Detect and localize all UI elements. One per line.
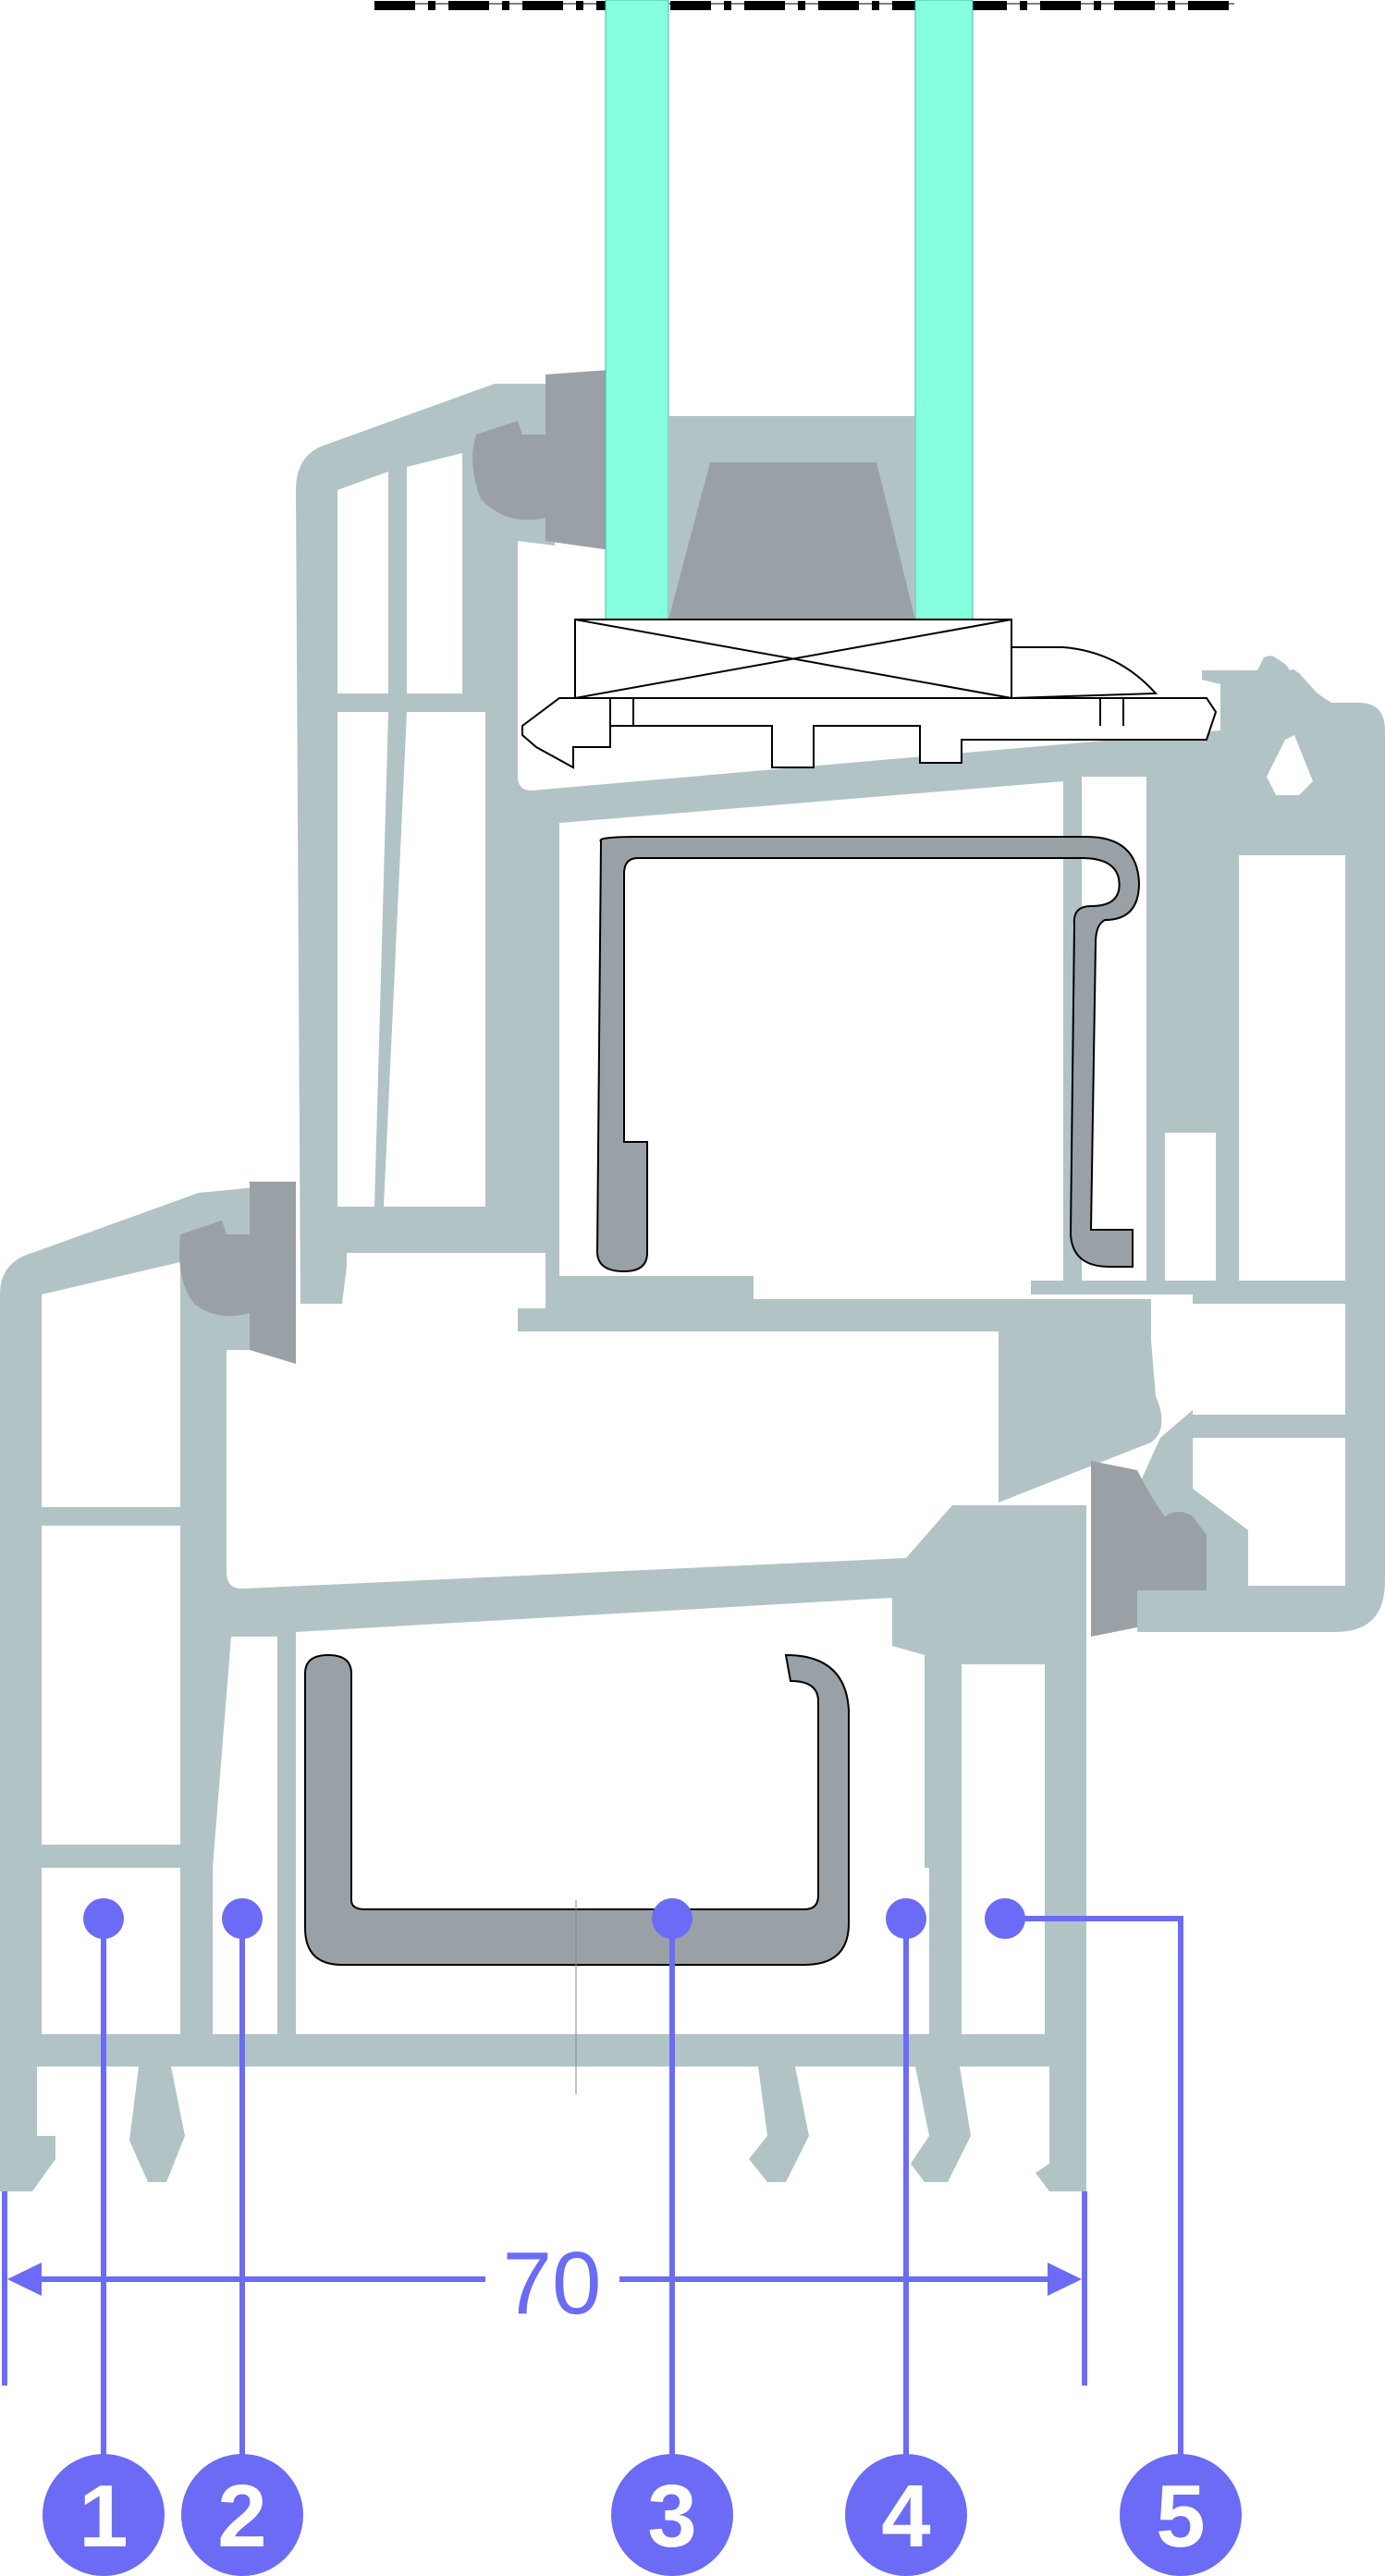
dimension-arrow-right bbox=[1048, 2263, 1082, 2296]
steel-reinforcement-frame bbox=[304, 1653, 850, 1966]
callout-dot bbox=[886, 1898, 926, 1939]
callout-1: 1 bbox=[43, 1898, 165, 2576]
callout-number: 4 bbox=[881, 2467, 930, 2566]
dimension-arrow-left bbox=[7, 2263, 42, 2296]
callout-dot bbox=[652, 1898, 692, 1939]
callout-3: 3 bbox=[611, 1898, 733, 2576]
callout-number: 3 bbox=[647, 2467, 696, 2566]
steel-reinforcement-sash bbox=[595, 836, 1141, 1273]
callout-5: 5 bbox=[985, 1898, 1242, 2576]
callout-2: 2 bbox=[181, 1898, 303, 2576]
callout-number: 2 bbox=[217, 2467, 266, 2566]
callout-dot bbox=[83, 1898, 124, 1939]
gaskets bbox=[179, 370, 1207, 1637]
glass-spacer bbox=[668, 462, 915, 619]
glazing-unit bbox=[605, 0, 974, 620]
callout-badge bbox=[1120, 2454, 1242, 2576]
glazing-packers bbox=[521, 619, 1218, 769]
callout-number: 5 bbox=[1156, 2467, 1205, 2566]
callout-badge bbox=[845, 2454, 967, 2576]
callout-badge bbox=[181, 2454, 303, 2576]
sash-inner-gasket bbox=[1137, 1470, 1207, 1590]
callout-badge bbox=[43, 2454, 165, 2576]
sash-outer-gasket bbox=[472, 370, 610, 550]
callout-leader-line bbox=[1005, 1916, 1183, 2515]
width-dimension: 70 bbox=[2, 2191, 1087, 2386]
frame-inner-gasket bbox=[1091, 1461, 1137, 1637]
callout-4: 4 bbox=[845, 1898, 967, 2576]
callout-dot bbox=[985, 1898, 1025, 1939]
callout-number: 1 bbox=[79, 2467, 128, 2566]
glass-pane-outer bbox=[605, 0, 669, 620]
callout-dot bbox=[222, 1898, 263, 1939]
callout-badge bbox=[611, 2454, 733, 2576]
glass-pane-inner bbox=[914, 0, 974, 620]
frame-outer-gasket bbox=[179, 1182, 296, 1364]
dimension-label: 70 bbox=[503, 2234, 602, 2333]
